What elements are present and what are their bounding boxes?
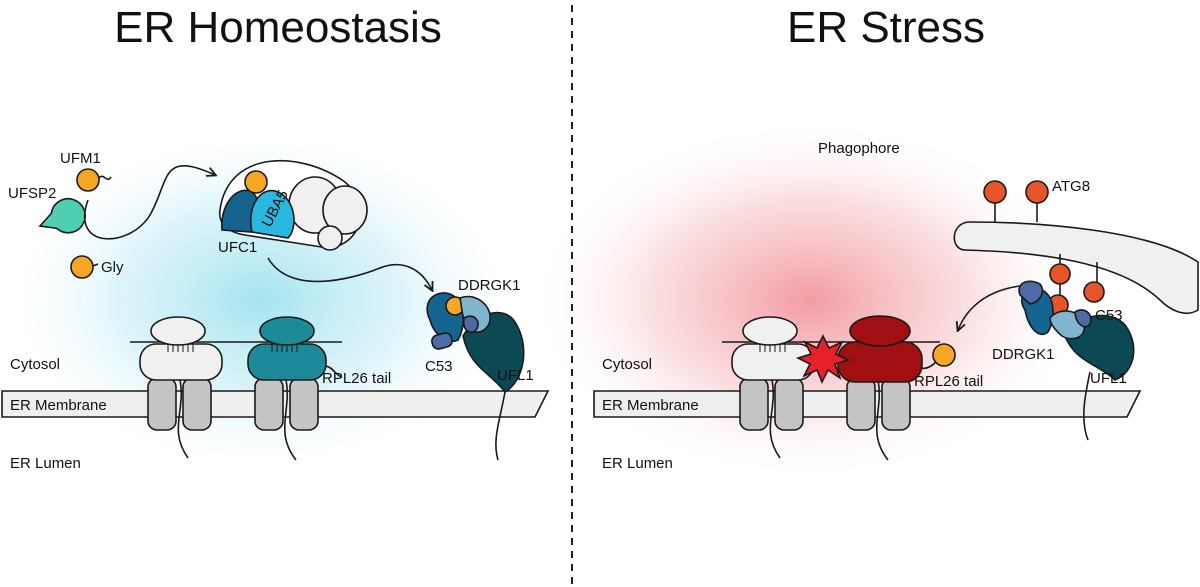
left-ufl1-label: UFL1 bbox=[497, 367, 534, 384]
left-arrow-transfer bbox=[267, 257, 432, 290]
right-ddrgk1-label: DDRGK1 bbox=[992, 346, 1055, 363]
right-translocon-2 bbox=[846, 377, 911, 461]
left-ufm1-label: UFM1 bbox=[60, 150, 101, 167]
left-uba5-protein bbox=[249, 189, 295, 239]
right-ribosome-white bbox=[731, 316, 815, 381]
right-cytosol-label: Cytosol bbox=[602, 356, 652, 373]
left-ufc1-label: UFC1 bbox=[218, 239, 257, 256]
left-arrow-activation bbox=[84, 164, 215, 240]
left-ribosome-white bbox=[139, 316, 223, 381]
right-ufm1-on-rpl26 bbox=[932, 343, 956, 367]
left-gly-ufm1 bbox=[70, 255, 94, 279]
right-ufl1-complex bbox=[1018, 280, 1135, 441]
left-c53-label: C53 bbox=[425, 358, 453, 375]
right-er-lumen-label: ER Lumen bbox=[602, 455, 673, 472]
atg8-bound-2 bbox=[1083, 262, 1105, 303]
left-translocon-1 bbox=[147, 377, 212, 459]
right-stress-glow bbox=[530, 120, 1090, 480]
right-title: ER Stress bbox=[787, 3, 985, 52]
left-cytosol-label: Cytosol bbox=[10, 356, 60, 373]
left-ufl1-complex bbox=[426, 292, 525, 461]
left-ufsp2-label: UFSP2 bbox=[8, 185, 56, 202]
atg8-anchor-1 bbox=[983, 180, 1007, 222]
ribosome-collision-burst bbox=[795, 334, 851, 384]
phagophore-membrane bbox=[953, 221, 1199, 315]
right-ribosome-red bbox=[837, 315, 939, 383]
right-c53-label: C53 bbox=[1095, 307, 1123, 324]
right-atg8-label: ATG8 bbox=[1052, 178, 1090, 195]
left-ufm1-protein bbox=[76, 168, 100, 192]
left-rpl26-tail-label: RPL26 tail bbox=[322, 370, 391, 387]
left-ribosome-teal bbox=[247, 316, 343, 381]
left-cytosol-glow bbox=[0, 125, 520, 475]
left-gly-label: Gly bbox=[101, 259, 124, 276]
right-er-membrane-label: ER Membrane bbox=[602, 397, 699, 414]
right-phagophore-label: Phagophore bbox=[818, 140, 900, 157]
right-translocon-1 bbox=[739, 377, 804, 459]
left-ddrgk1-label: DDRGK1 bbox=[458, 277, 521, 294]
left-er-lumen-label: ER Lumen bbox=[10, 455, 81, 472]
right-ufl1-label: UFL1 bbox=[1090, 370, 1127, 387]
atg8-anchor-2 bbox=[1025, 180, 1049, 222]
left-ufm1-on-uba5 bbox=[244, 170, 268, 194]
right-arrow-ufmylation bbox=[958, 285, 1021, 330]
left-er-membrane-label: ER Membrane bbox=[10, 397, 107, 414]
right-rpl26-tail-label: RPL26 tail bbox=[914, 373, 983, 390]
left-title: ER Homeostasis bbox=[114, 3, 442, 52]
left-translocon-2 bbox=[254, 377, 319, 461]
